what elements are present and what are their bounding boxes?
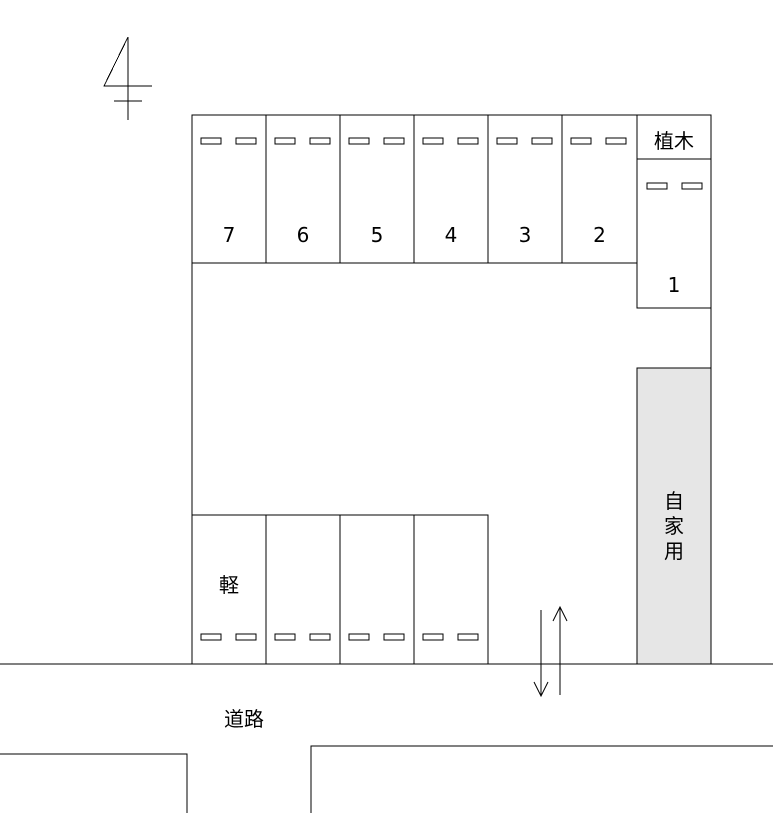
wheel-stop — [681, 182, 703, 190]
wheel-stop — [274, 137, 296, 145]
wheel-stop — [605, 137, 627, 145]
parking-slot-bottom — [265, 514, 341, 665]
wheel-stop — [309, 633, 331, 641]
slot-number-1: 1 — [668, 273, 681, 297]
wheel-stop — [200, 137, 222, 145]
parking-slot-bottom — [339, 514, 415, 665]
two-way-arrow-icon — [533, 605, 568, 698]
private-use-char: 家 — [664, 514, 684, 538]
wheel-stop — [646, 182, 668, 190]
private-use-area — [636, 367, 712, 665]
slot-number: 4 — [445, 223, 458, 247]
wheel-stop — [422, 633, 444, 641]
wheel-stop — [200, 633, 222, 641]
wheel-stop — [235, 137, 257, 145]
wheel-stop — [457, 633, 479, 641]
parking-slot-1 — [636, 158, 712, 309]
wheel-stop — [235, 633, 257, 641]
wheel-stop — [383, 633, 405, 641]
wheel-stop — [383, 137, 405, 145]
wheel-stop — [531, 137, 553, 145]
slot-number: 7 — [223, 223, 236, 247]
building-right — [310, 745, 773, 813]
slot-number: 2 — [593, 223, 606, 247]
private-use-char: 用 — [664, 539, 684, 563]
wheel-stop — [496, 137, 518, 145]
wheel-stop — [348, 633, 370, 641]
north-arrow-icon — [103, 36, 152, 120]
parking-slot-bottom — [413, 514, 489, 665]
planting-label: 植木 — [654, 129, 694, 153]
slot-number: 3 — [519, 223, 532, 247]
building-left — [0, 753, 188, 813]
wheel-stop — [309, 137, 331, 145]
wheel-stop — [348, 137, 370, 145]
private-use-char: 自 — [664, 489, 684, 513]
wheel-stop — [274, 633, 296, 641]
wheel-stop — [457, 137, 479, 145]
slot-label: 軽 — [219, 573, 239, 597]
lot-outline — [191, 114, 712, 664]
slot-number: 6 — [297, 223, 310, 247]
slot-number: 5 — [371, 223, 384, 247]
road-label: 道路 — [224, 707, 264, 731]
wheel-stop — [422, 137, 444, 145]
wheel-stop — [570, 137, 592, 145]
